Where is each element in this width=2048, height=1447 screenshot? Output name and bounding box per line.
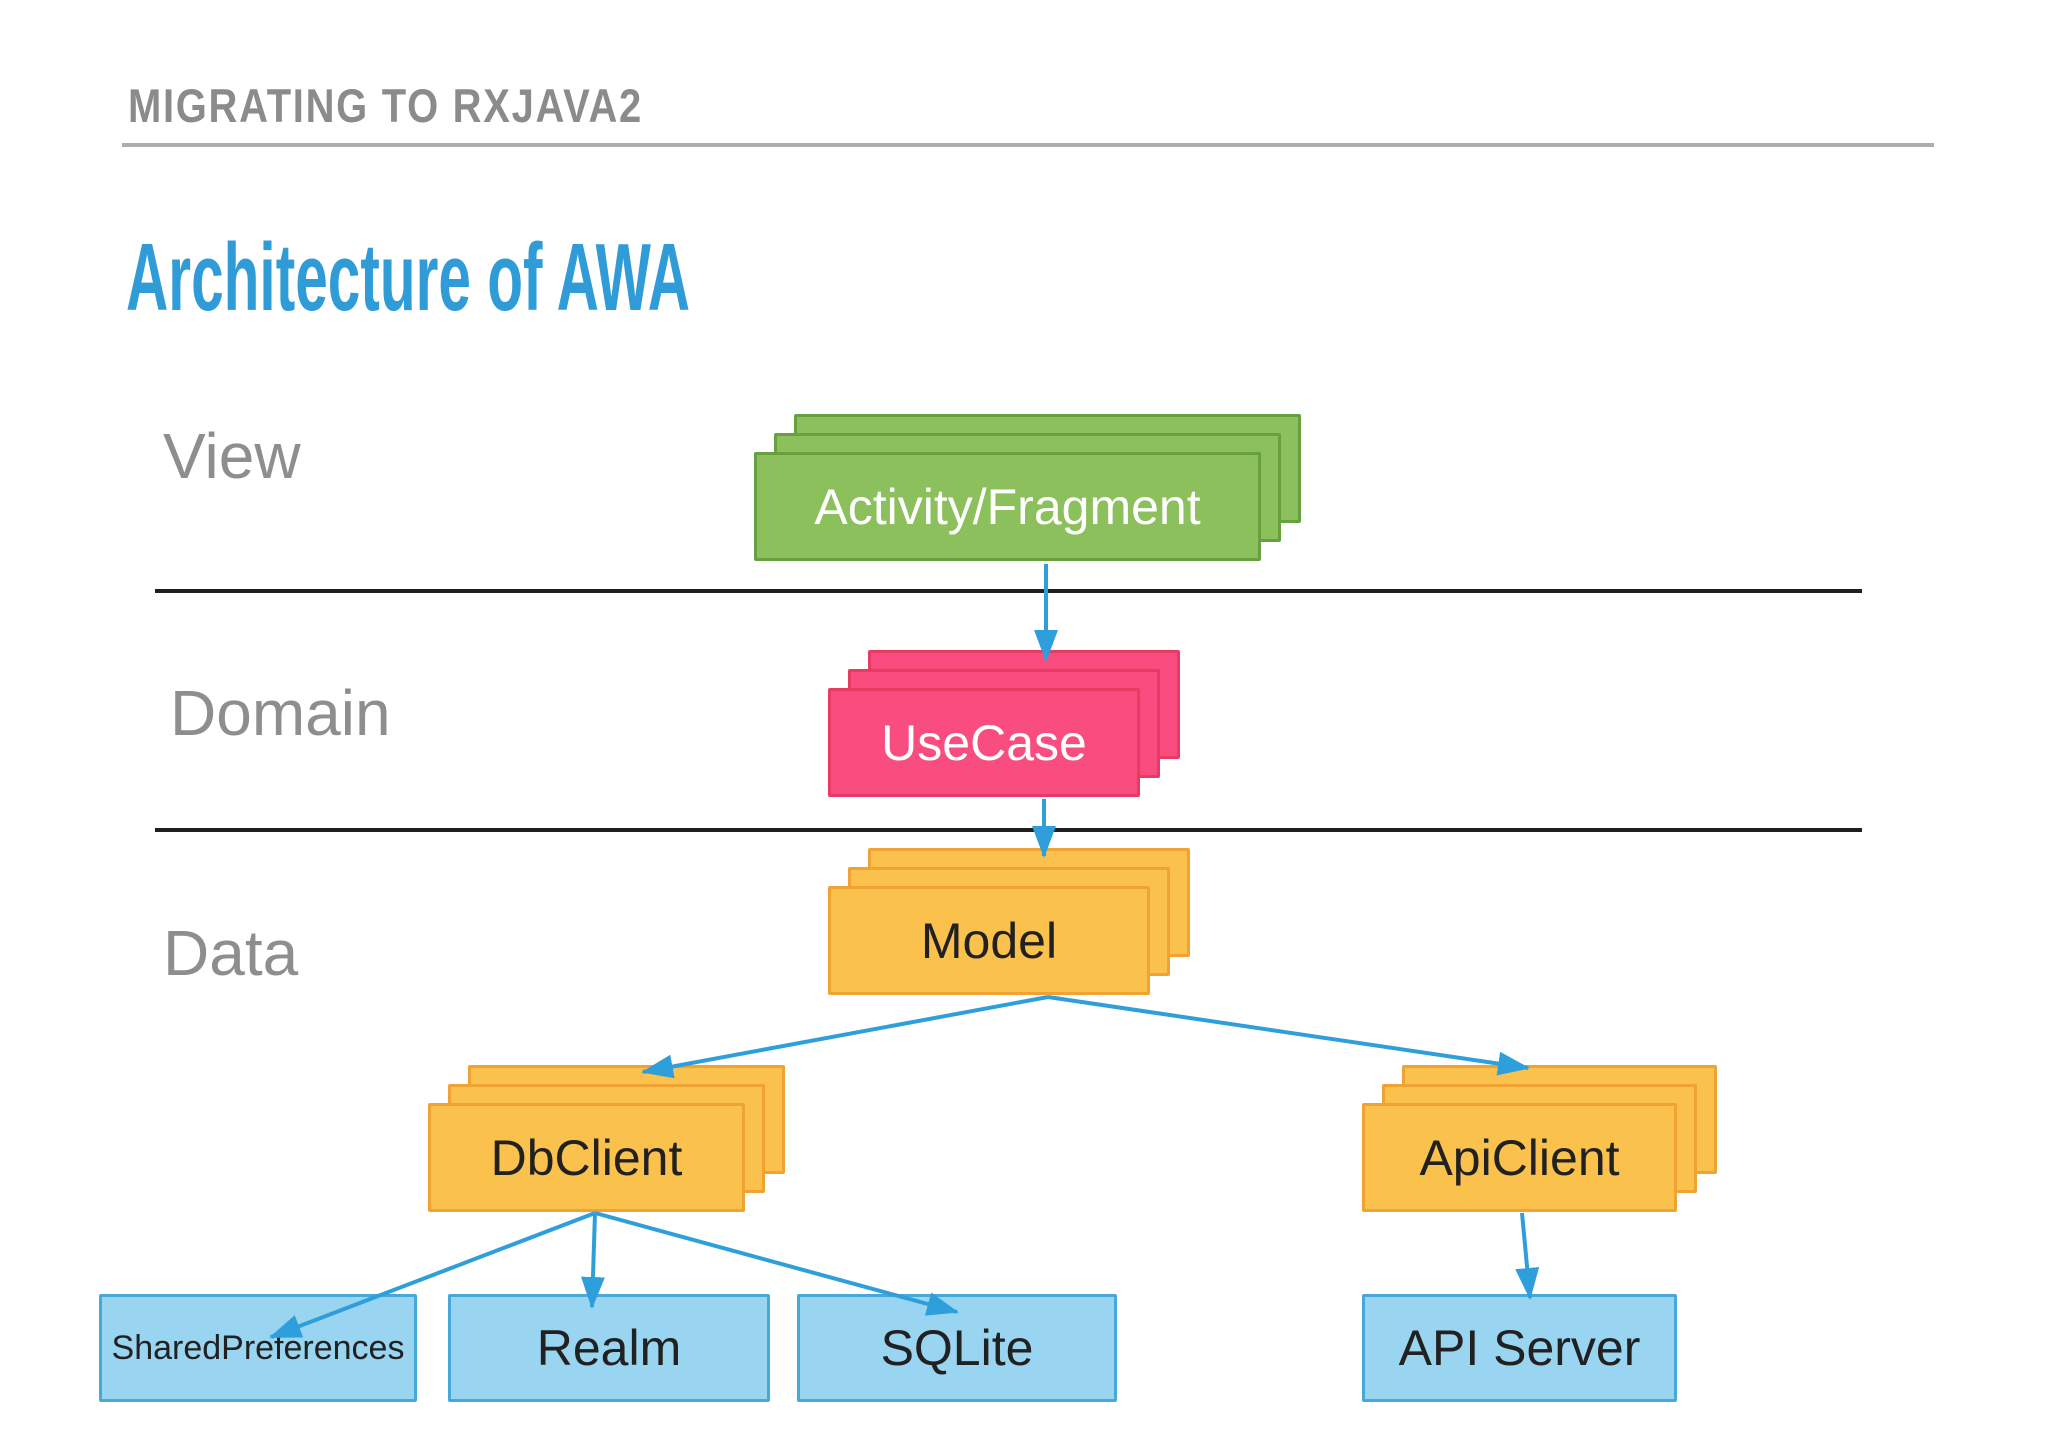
stack-card-front: UseCase	[828, 688, 1140, 797]
stack-card-front: ApiClient	[1362, 1103, 1677, 1212]
layer-label-domain: Domain	[170, 677, 391, 749]
node-label-model: Model	[920, 912, 1058, 969]
kicker-rule	[122, 143, 1934, 147]
edge-model-to-apiclient	[1047, 995, 1530, 1076]
edge-apiclient-to-apiserver	[1515, 1212, 1540, 1300]
slide-kicker: MIGRATING TO RXJAVA2	[128, 79, 643, 132]
edge-dbclient-to-realm	[580, 1212, 605, 1309]
node-label-sqlite: SQLite	[880, 1320, 1034, 1376]
edge-dbclient-to-sqlite	[594, 1211, 959, 1316]
page-title: Architecture of AWA	[126, 224, 690, 331]
node-label-shared-preferences: SharedPreferences	[111, 1328, 405, 1367]
node-label-api-server: API Server	[1398, 1320, 1641, 1376]
node-label-db-client: DbClient	[490, 1129, 683, 1186]
stack-card-front: Activity/Fragment	[754, 452, 1261, 561]
layer-label-view: View	[163, 420, 301, 492]
edge-model-to-dbclient	[641, 995, 1049, 1079]
node-label-api-client: ApiClient	[1419, 1129, 1620, 1186]
stack-card-front: Model	[828, 886, 1150, 995]
separator-domain-data	[155, 828, 1862, 832]
node-shared-preferences: SharedPreferences	[99, 1294, 417, 1402]
node-label-usecase: UseCase	[881, 714, 1087, 771]
separator-view-domain	[155, 589, 1862, 593]
stack-card-front: DbClient	[428, 1103, 745, 1212]
node-realm: Realm	[448, 1294, 770, 1402]
edge-dbclient-to-sharedpreferences	[269, 1211, 596, 1339]
node-api-server: API Server	[1362, 1294, 1677, 1402]
node-label-activity-fragment: Activity/Fragment	[814, 478, 1201, 535]
layer-label-data: Data	[163, 917, 299, 989]
node-label-realm: Realm	[536, 1320, 682, 1376]
